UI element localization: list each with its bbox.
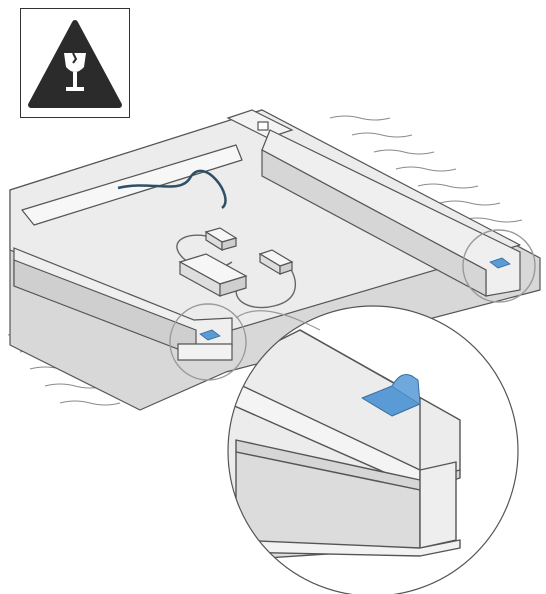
- left-profile-rail: [13, 247, 233, 361]
- zoomed-detail-circle: [227, 305, 519, 594]
- right-profile-rail: [261, 129, 521, 298]
- panel-top-tab: [226, 109, 294, 139]
- detail-circle-right: [462, 229, 536, 303]
- fragile-warning-box: [20, 8, 130, 118]
- detail-circle-left: [169, 303, 247, 381]
- blue-tape-tab-icon: [489, 257, 511, 269]
- blue-tape-tab-icon: [199, 329, 221, 341]
- connector-boxes: [178, 227, 294, 298]
- fragile-glass-warning-icon: [28, 20, 122, 108]
